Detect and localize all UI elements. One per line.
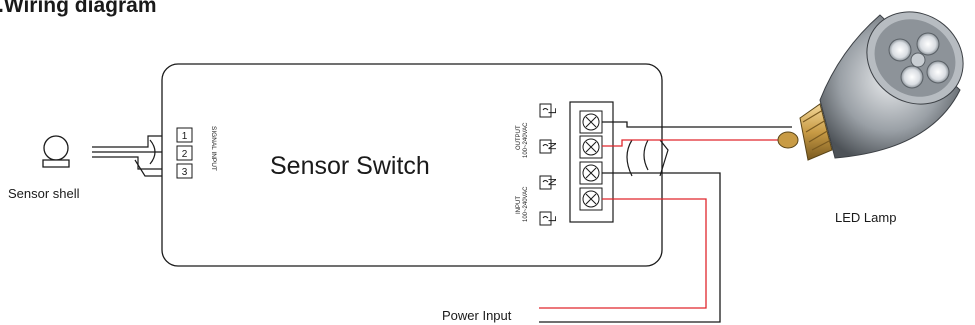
sensor-shell-icon <box>42 135 70 168</box>
power-terminal-letters <box>539 103 552 226</box>
input-neutral-wire-black <box>539 172 721 323</box>
sensor-shell-label: Sensor shell <box>8 186 80 201</box>
signal-input-terminals: 1 2 3 <box>176 127 193 179</box>
output-label: OUTPUT <box>516 125 522 150</box>
terminal-screws <box>579 110 603 211</box>
diagram-title: .Wiring diagram <box>0 0 157 17</box>
terminal-letter-4: L <box>547 216 559 222</box>
terminal-letter-1: L <box>547 108 559 114</box>
input-voltage: 100~240VAC <box>523 186 529 222</box>
output-live-wire-black <box>602 121 792 128</box>
led-lamp-label: LED Lamp <box>835 210 896 225</box>
input-live-wire-red <box>539 198 707 309</box>
terminal-letter-3: N <box>547 178 559 186</box>
output-neutral-wire-red <box>602 139 792 147</box>
power-input-label: Power Input <box>442 308 512 323</box>
output-voltage: 100~240VAC <box>523 122 529 158</box>
signal-input-label: SIGNAL INPUT <box>210 126 217 171</box>
signal-terminal-3: 3 <box>182 167 188 178</box>
device-name: Sensor Switch <box>270 152 430 180</box>
input-label: INPUT <box>516 196 522 214</box>
sensor-switch-body <box>161 63 663 267</box>
terminal-letter-2: N <box>547 142 559 150</box>
led-lamp-icon <box>777 11 964 161</box>
signal-terminal-1: 1 <box>182 131 188 142</box>
signal-terminal-2: 2 <box>182 149 188 160</box>
